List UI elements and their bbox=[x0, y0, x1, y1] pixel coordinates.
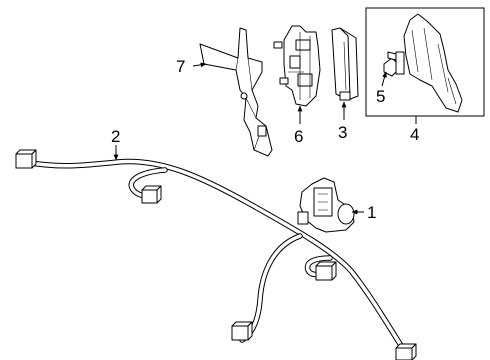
callout-4: 4 bbox=[410, 125, 419, 144]
harness-connector-left bbox=[15, 149, 37, 169]
callout-1: 1 bbox=[367, 203, 376, 222]
leader-lines bbox=[113, 62, 417, 215]
callout-labels: 7 6 3 5 4 2 1 bbox=[111, 57, 419, 222]
clip-part-5 bbox=[383, 51, 405, 77]
callout-6: 6 bbox=[294, 127, 303, 146]
callout-2: 2 bbox=[111, 127, 120, 146]
harness-connector-lower-right bbox=[395, 343, 417, 360]
wiring-harness bbox=[15, 149, 417, 360]
bracket-part-7 bbox=[199, 27, 273, 157]
harness-connector-lower-left bbox=[231, 321, 253, 341]
callout-7: 7 bbox=[176, 57, 185, 76]
callout-5: 5 bbox=[376, 87, 385, 106]
callout-3: 3 bbox=[338, 123, 347, 142]
cover-part-4 bbox=[403, 13, 463, 113]
harness-connector-upper bbox=[141, 185, 162, 204]
harness-connector-middle bbox=[315, 261, 337, 281]
module-part-6 bbox=[273, 25, 321, 107]
module-part-3 bbox=[331, 27, 359, 101]
leader-5 bbox=[381, 71, 387, 87]
leader-7 bbox=[192, 62, 207, 68]
sensor-part-1 bbox=[297, 177, 355, 233]
